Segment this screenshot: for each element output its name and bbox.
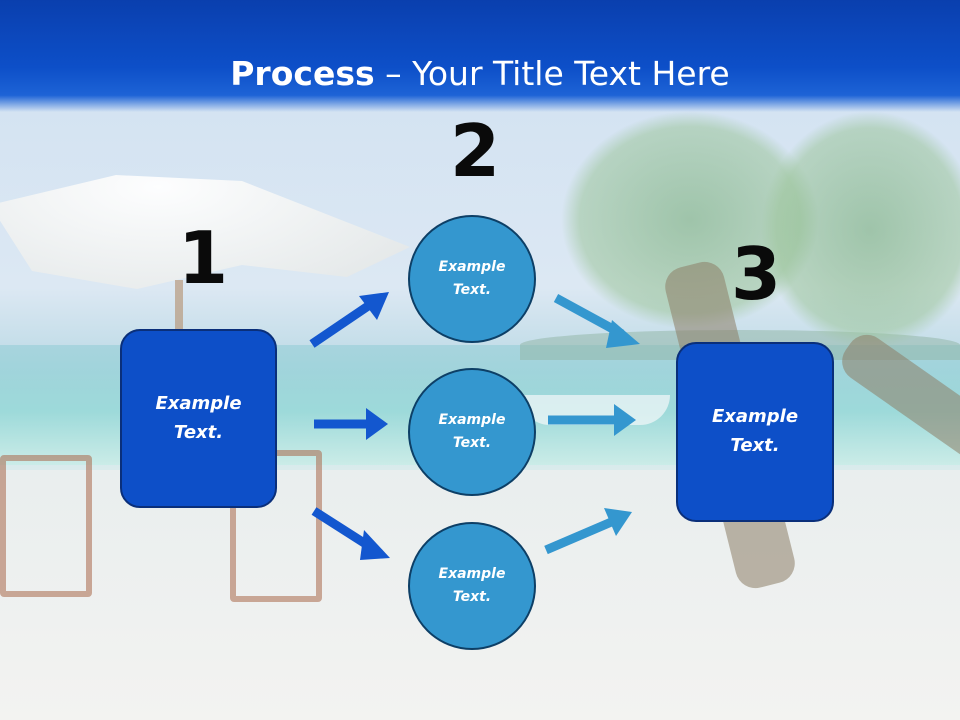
arrow-to-circle-top (309, 292, 389, 348)
step-number-1: 1 (178, 216, 229, 300)
palm-fronds (760, 110, 960, 350)
step-box-1: Example Text. (120, 329, 277, 508)
circle-bottom: Example Text. (408, 522, 536, 650)
step-box-3-label: Example Text. (711, 406, 799, 456)
title-rest: – Your Title Text Here (374, 54, 730, 93)
slide-title: Process – Your Title Text Here (0, 54, 960, 93)
title-bold: Process (230, 54, 375, 93)
circle-middle: Example Text. (408, 368, 536, 496)
arrow-to-circle-middle (314, 408, 388, 440)
title-bar (0, 0, 960, 112)
step-number-2: 2 (450, 109, 501, 193)
arrow-to-circle-bottom (311, 507, 390, 560)
arrow-from-circle-top (553, 294, 640, 348)
step-box-1-label: Example Text. (155, 392, 242, 443)
circle-top: Example Text. (408, 215, 536, 343)
circle-bottom-label: Example Text. (438, 565, 506, 605)
step-box-3: Example Text. (676, 342, 834, 522)
arrow-from-circle-middle (548, 404, 636, 436)
umbrella-pole (175, 280, 183, 340)
beach-chair (0, 455, 92, 597)
circle-top-label: Example Text. (438, 258, 506, 298)
arrow-from-circle-bottom (544, 508, 632, 555)
step-number-3: 3 (731, 232, 782, 316)
circle-middle-label: Example Text. (438, 411, 506, 451)
